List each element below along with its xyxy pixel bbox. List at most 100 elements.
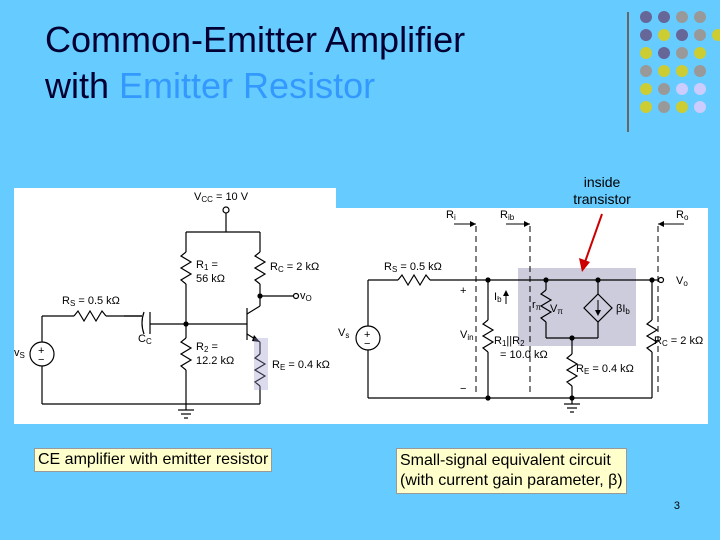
vo-sub: o	[683, 279, 688, 288]
re-sub: E	[584, 367, 589, 376]
dot-grid	[640, 11, 720, 113]
vs-label: v	[14, 347, 20, 359]
divider-line	[627, 12, 629, 132]
rs-label: R	[62, 295, 70, 307]
rs-sub: S	[70, 299, 75, 308]
svg-text:Ri: Ri	[446, 209, 456, 222]
rib-label: R	[500, 209, 508, 221]
svg-text:R1 =: R1 =	[196, 259, 218, 272]
svg-text:RC = 2 kΩ: RC = 2 kΩ	[654, 335, 703, 348]
r1-value: 56 kΩ	[196, 273, 225, 285]
r2-value: 12.2 kΩ	[196, 355, 234, 367]
svg-text:RE = 0.4 kΩ: RE = 0.4 kΩ	[272, 359, 330, 372]
r1-sub: 1	[204, 263, 209, 272]
vpi-label: V	[550, 303, 558, 315]
dependent-source-arrow-icon	[595, 310, 601, 316]
re-label: R	[576, 363, 584, 375]
svg-text:rπ: rπ	[532, 299, 542, 312]
svg-text:Ib: Ib	[494, 291, 502, 304]
emitter-arrow-icon	[252, 335, 260, 342]
re-value: = 0.4 kΩ	[589, 363, 634, 375]
r2-label: R	[196, 341, 204, 353]
svg-text:Vs: Vs	[338, 327, 349, 340]
r12-sub2: 2	[520, 339, 525, 348]
slide-title-line1: Common-Emitter Amplifier	[45, 19, 466, 60]
rib-sub: ib	[508, 213, 515, 222]
ri-label: R	[446, 209, 454, 221]
re-label: R	[272, 359, 280, 371]
r1-label: R	[196, 259, 204, 271]
vo-label: V	[676, 275, 684, 287]
caption-right-line2: (with current gain parameter, β)	[400, 472, 623, 489]
caption-right-line1: Small-signal equivalent circuit	[400, 452, 611, 469]
r2-sub: 2	[204, 345, 209, 354]
rs-value: = 0.5 kΩ	[75, 295, 120, 307]
vin-sub: in	[467, 333, 473, 342]
rs-value: = 0.5 kΩ	[397, 261, 442, 273]
decorative-dot-grid	[640, 11, 720, 113]
svg-text:RC = 2 kΩ: RC = 2 kΩ	[270, 261, 319, 274]
beta-label: βI	[616, 303, 625, 315]
rib-arrow-icon	[524, 221, 530, 227]
ri-arrow-icon	[470, 221, 476, 227]
page-number: 3	[673, 500, 680, 512]
vcc-sub: CC	[201, 195, 213, 204]
r2-eq: =	[208, 341, 217, 353]
svg-text:βIb: βIb	[616, 303, 630, 316]
rc-value: = 2 kΩ	[668, 335, 703, 347]
vcc-value: = 10 V	[213, 191, 249, 203]
vs-sub: s	[345, 331, 349, 340]
vo-label: v	[300, 290, 306, 302]
vpi-sub: π	[557, 307, 563, 316]
vin-minus: −	[460, 383, 466, 395]
svg-text:vS: vS	[14, 347, 25, 360]
r12-label2: R	[512, 335, 520, 347]
beta-sub: b	[625, 307, 630, 316]
r12-label: R	[494, 335, 502, 347]
title-accent: Emitter Resistor	[119, 65, 376, 106]
svg-text:RE = 0.4 kΩ: RE = 0.4 kΩ	[576, 363, 634, 376]
svg-text:vO: vO	[300, 290, 312, 303]
re-sub: E	[280, 363, 285, 372]
transistor-region-highlight	[518, 268, 636, 346]
ib-arrow-icon	[503, 290, 509, 296]
svg-text:Ro: Ro	[676, 209, 689, 222]
svg-text:R2 =: R2 =	[196, 341, 218, 354]
slide-title-line2: with Emitter Resistor	[45, 66, 375, 106]
red-arrow-line	[584, 213, 603, 263]
re-highlight	[254, 338, 268, 390]
title-prefix: with	[45, 65, 120, 106]
svg-text:R1||R2: R1||R2	[494, 335, 525, 348]
rc-label: R	[654, 335, 662, 347]
vs-label: V	[338, 327, 346, 339]
inside-note-line2: transistor	[573, 191, 631, 207]
svg-text:Vπ: Vπ	[550, 303, 563, 316]
svg-text:Vo: Vo	[676, 275, 688, 288]
vs-sub: S	[20, 351, 25, 360]
r12-par: ||	[506, 335, 512, 347]
red-arrow-head-icon	[579, 258, 590, 272]
svg-text:Vin: Vin	[460, 329, 474, 342]
ib-sub: b	[497, 295, 502, 304]
ri-sub: i	[454, 213, 456, 222]
re-value: = 0.4 kΩ	[285, 359, 330, 371]
ro-arrow-icon	[658, 221, 664, 227]
r1-eq: =	[208, 259, 217, 271]
ro-sub: o	[684, 213, 689, 222]
inside-note-line1: inside	[583, 174, 621, 190]
ce-amplifier-schematic: VCC = 10 V R1 = 56 kΩ RC = 2 kΩ vO RS = …	[14, 188, 336, 424]
rpi-label: r	[532, 299, 536, 311]
svg-text:Rib: Rib	[500, 209, 515, 222]
rpi-sub: π	[536, 303, 542, 312]
ro-label: R	[676, 209, 684, 221]
rc-value: = 2 kΩ	[284, 261, 319, 273]
r12-value: = 10.0 kΩ	[500, 349, 548, 361]
svg-text:CC: CC	[138, 333, 152, 346]
svg-text:VCC = 10 V: VCC = 10 V	[194, 191, 249, 204]
small-signal-equivalent-circuit: Ri Rib Ro RS = 0.5 kΩ Vs + − + − Vin Ib …	[336, 208, 708, 424]
source-minus: −	[364, 338, 370, 350]
rc-label: R	[270, 261, 278, 273]
svg-text:RS = 0.5 kΩ: RS = 0.5 kΩ	[384, 261, 442, 274]
source-plus: +	[38, 345, 44, 357]
